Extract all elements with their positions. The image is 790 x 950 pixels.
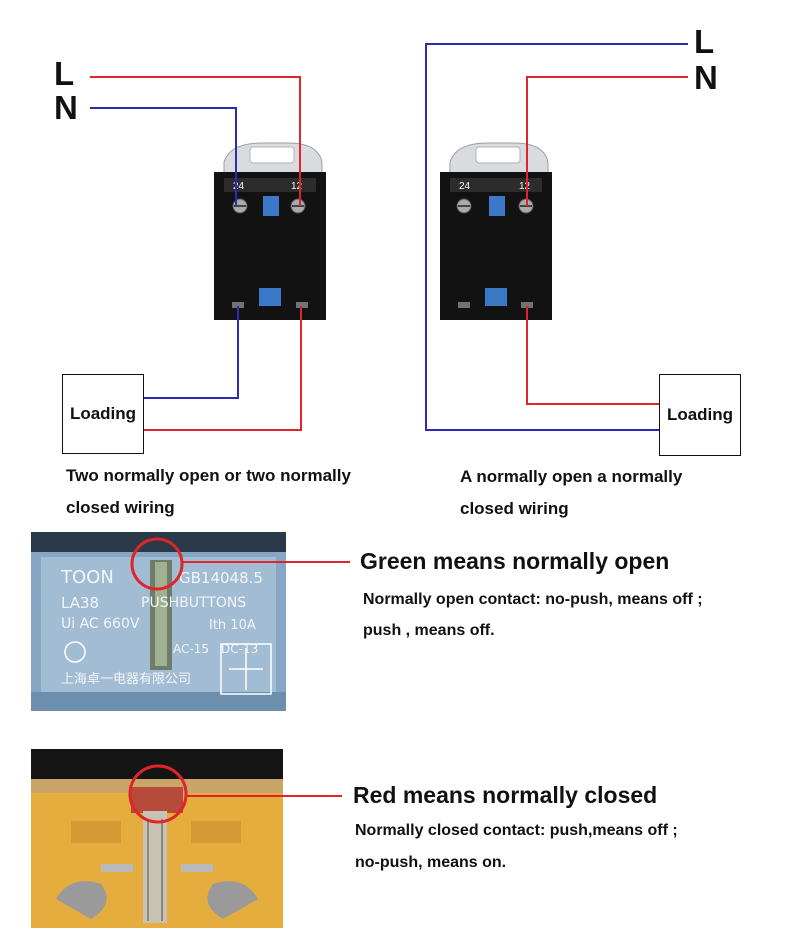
left-caption-line2: closed wiring [66,498,175,517]
left-load-box: Loading [62,374,144,454]
normally-closed-description-line1: Normally closed contact: push,means off … [355,822,678,839]
left-line-label: L [54,55,75,92]
right-load-box: Loading [659,374,741,456]
right-neutral-wire [526,76,688,206]
normally-closed-description-line2: no-push, means on. [355,854,507,871]
left-live-wire [90,76,301,206]
left-terminal-12: 12 [291,181,303,192]
normally-open-heading: Green means normally open [360,548,670,574]
normally-open-description-line2: push , means off. [363,622,495,639]
left-neutral-label: N [54,89,78,126]
photo-model: LA38 [61,594,100,612]
photo-current: Ith 10A [209,618,256,633]
photo-voltage: Ui AC 660V [61,616,140,632]
right-live-wire [425,43,688,431]
normally-open-indicator [130,537,350,591]
normally-open-photo: TOON GB14048.5 LA38 PUSHBUTTONS Ui AC 66… [31,532,286,711]
photo-maker: 上海卓一电器有限公司 [61,672,192,687]
left-load-neutral-wire [144,306,239,399]
left-load-label: Loading [69,404,137,423]
right-line-label: L [694,23,715,60]
left-caption-line1: Two normally open or two normally [66,466,351,485]
photo-brand: TOON [61,567,114,588]
right-caption-line2: closed wiring [460,499,569,518]
right-load-wire [526,306,659,405]
left-load-live-wire [144,306,302,431]
left-neutral-wire [90,107,237,206]
photo-standard: GB14048.5 [179,569,263,587]
left-switch [214,142,326,320]
normally-closed-heading: Red means normally closed [353,782,658,808]
normally-open-description-line1: Normally open contact: no-push, means of… [363,591,703,608]
wiring-diagrams: 24 12 24 12 [90,43,688,431]
right-terminal-24: 24 [459,181,471,192]
photo-category: AC-15 [173,642,209,656]
right-switch [440,142,552,320]
photo-category-dc: DC-13 [221,642,259,656]
right-neutral-label: N [694,59,718,96]
left-terminal-24: 24 [233,181,245,192]
right-load-label: Loading [666,405,734,424]
normally-closed-photo [31,749,283,928]
photo-type: PUSHBUTTONS [141,595,247,611]
normally-closed-indicator [128,764,342,824]
right-terminal-12: 12 [519,181,531,192]
right-caption-line1: A normally open a normally [460,467,683,486]
